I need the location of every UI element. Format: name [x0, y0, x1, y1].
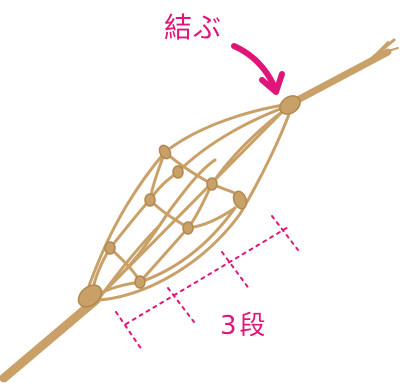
tie-label: 結ぶ	[164, 14, 222, 42]
bottom-knot	[74, 281, 105, 312]
curved-arrow-down-right-icon	[234, 46, 282, 92]
tiers-label: 3段	[220, 313, 269, 339]
